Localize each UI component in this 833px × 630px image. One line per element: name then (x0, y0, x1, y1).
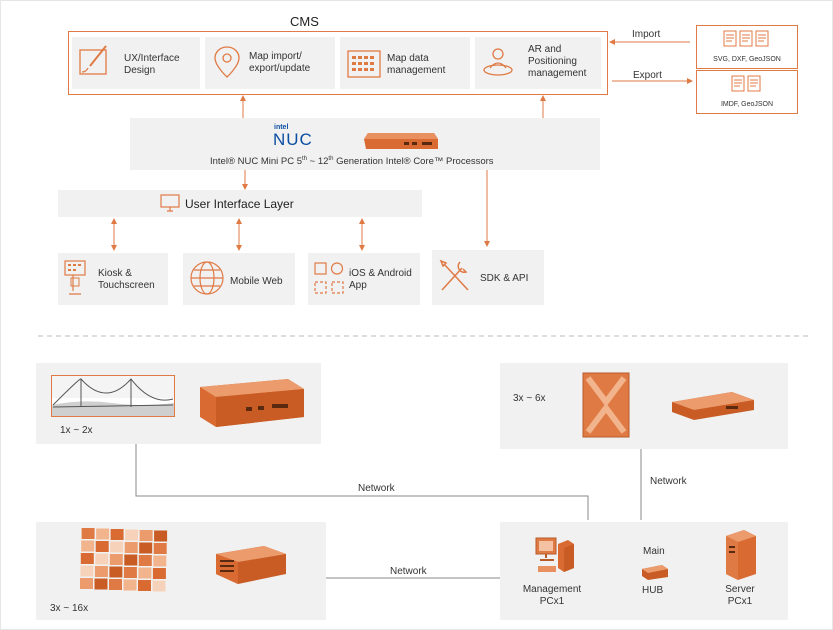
video-wall-tile (81, 528, 95, 539)
video-wall-tile (125, 529, 139, 541)
cms-module-map-data-label: Map data management (387, 53, 446, 76)
video-wall-tile (95, 541, 109, 552)
ui-layer-bar (58, 190, 422, 217)
server-pc-icon (722, 528, 758, 585)
hub-icon (640, 563, 670, 586)
cms-module-ux-label: UX/Interface Design (124, 53, 180, 76)
network-label-1: Network (358, 483, 395, 494)
video-wall-tile (154, 530, 168, 542)
nuc-caption-post: Generation Intel® Core™ Processors (333, 156, 494, 168)
management-pc-icon (534, 534, 578, 583)
video-wall-tile (152, 580, 166, 592)
video-wall-tile (124, 554, 138, 566)
client-app-label: iOS & Android App (349, 268, 412, 291)
file-icons (723, 30, 771, 53)
nuc-device-icon (362, 127, 440, 158)
video-wall-tile (138, 580, 151, 591)
cms-module-map-import (205, 37, 335, 89)
main-label: Main (643, 546, 665, 557)
hub-label: HUB (642, 585, 664, 596)
export-label: Export (633, 70, 662, 81)
video-wall-tile (80, 578, 93, 589)
client-mobile-web-label: Mobile Web (230, 276, 283, 287)
video-wall-tile (139, 530, 153, 541)
nuc-caption-sup2: th (328, 156, 334, 162)
video-wall-tile (139, 542, 153, 554)
video-wall-tile (152, 568, 166, 579)
video-wall-tile (138, 555, 152, 566)
video-wall-tile (81, 540, 95, 552)
deploy-panel-2-count: 3x ~ 6x (513, 393, 546, 404)
location-pin-icon (212, 44, 242, 87)
nuc-device-large (196, 373, 308, 434)
bridge-image (51, 375, 175, 422)
export-formats-box: IMDF, GeoJSON (696, 70, 798, 114)
export-formats: IMDF, GeoJSON (720, 101, 774, 108)
nuc-caption-pre: Intel® NUC Mini PC 5 (210, 156, 302, 168)
client-kiosk (58, 253, 168, 305)
cms-module-map-import-label: Map import/ export/update (249, 51, 311, 74)
video-wall-tile (153, 543, 167, 554)
video-wall-tile (138, 567, 152, 579)
grid-table-icon (347, 50, 381, 83)
video-wall-tile (80, 565, 94, 577)
vertical-display (582, 372, 630, 443)
video-wall-tile (94, 578, 108, 590)
video-wall-tile (123, 567, 137, 578)
client-mobile-web (183, 253, 295, 305)
network-label-3: Network (390, 566, 427, 577)
video-wall-tile (124, 542, 138, 553)
design-icon (78, 44, 112, 85)
video-wall-tile (110, 529, 124, 540)
video-wall-tile (153, 555, 167, 567)
nuc-caption-sup1: th (302, 156, 308, 162)
cms-module-ar-label: AR and Positioning management (528, 44, 587, 79)
deploy-panel-3-count: 3x ~ 16x (50, 603, 89, 614)
import-formats: SVG, DXF, GeoJSON (713, 56, 781, 63)
cms-container (68, 31, 608, 95)
video-wall-tile (96, 528, 110, 540)
video-wall-tile (95, 553, 109, 565)
video-wall-tile (94, 566, 108, 577)
positioning-user-icon (481, 44, 515, 85)
client-app (308, 253, 420, 305)
intel-logo-bottom: NUC (273, 130, 313, 149)
video-wall-tile (110, 541, 124, 553)
video-wall-tile (109, 566, 123, 578)
client-sdk (432, 250, 544, 305)
monitor-icon (160, 194, 180, 217)
import-label: Import (632, 29, 661, 40)
video-wall-tile (109, 579, 122, 590)
client-kiosk-label: Kiosk & Touchscreen (98, 268, 155, 291)
intel-logo-top: intel (274, 124, 289, 131)
rack-server (210, 544, 288, 591)
server-label: Server PCx1 (725, 584, 755, 607)
cms-title: CMS (290, 14, 319, 29)
app-grid-icon (314, 262, 344, 299)
ui-layer-label: User Interface Layer (185, 197, 294, 211)
set-top-box (668, 388, 756, 429)
network-label-2: Network (650, 476, 687, 487)
nuc-caption-mid: ~ 12 (307, 156, 329, 168)
tools-icon (438, 258, 472, 299)
management-label: Management PCx1 (522, 584, 582, 607)
video-wall-tile (109, 554, 123, 565)
import-formats-box: SVG, DXF, GeoJSON (696, 25, 798, 69)
deploy-panel-1-count: 1x ~ 2x (60, 425, 93, 436)
nuc-caption: Intel® NUC Mini PC 5th ~ 12th Generation… (210, 156, 494, 167)
video-wall (78, 526, 170, 599)
globe-icon (188, 259, 226, 302)
video-wall-svg (80, 528, 168, 592)
client-sdk-label: SDK & API (480, 273, 529, 284)
video-wall-tile (80, 553, 94, 564)
kiosk-icon (64, 260, 86, 301)
file-icons-export (731, 75, 763, 98)
video-wall-tile (123, 579, 137, 591)
